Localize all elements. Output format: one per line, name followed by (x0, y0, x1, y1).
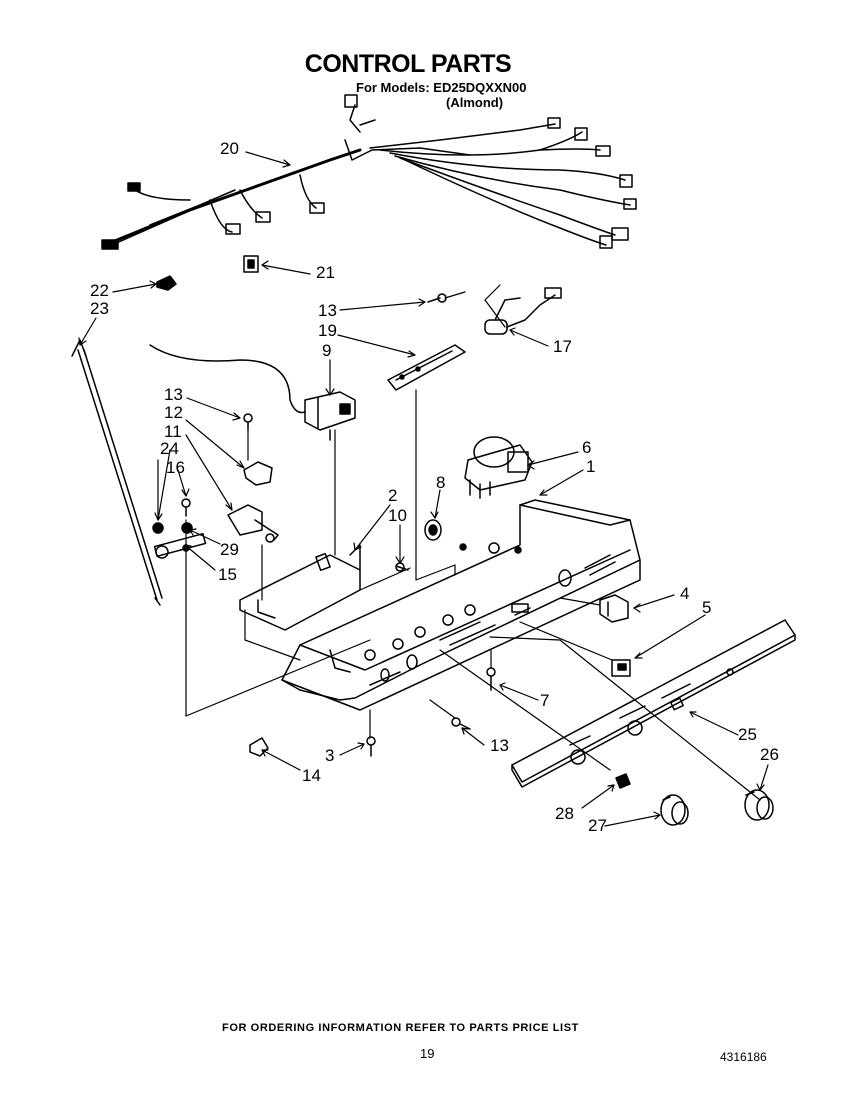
switch-part-9 (149, 344, 356, 441)
callout-4: 4 (680, 584, 690, 603)
grommet-part-8 (424, 519, 442, 541)
callout-3: 3 (325, 746, 335, 765)
callout-19: 19 (318, 321, 337, 340)
control-panel-part-25 (511, 619, 796, 788)
callout-12: 12 (164, 403, 183, 422)
page-title: CONTROL PARTS (304, 50, 512, 78)
callout-29: 29 (220, 540, 239, 559)
callout-14: 14 (302, 766, 321, 785)
knob-part-26 (744, 789, 774, 821)
screw-part-13-lower (451, 717, 471, 730)
shaft-part-11 (227, 504, 279, 543)
callout-17: 17 (553, 337, 572, 356)
callout-13-mid: 13 (164, 385, 183, 404)
callout-1: 1 (586, 457, 596, 476)
callout-25: 25 (738, 725, 757, 744)
screw-part-13-top (427, 293, 447, 303)
callout-8: 8 (436, 473, 446, 492)
clip-part-21 (243, 255, 259, 273)
callout-15: 15 (218, 565, 237, 584)
callout-9: 9 (322, 341, 332, 360)
clip-part-14 (249, 737, 269, 757)
callout-10: 10 (388, 506, 407, 525)
callout-20: 20 (220, 139, 239, 158)
control-housing-part-1 (281, 499, 641, 711)
spring-part-28 (615, 773, 631, 789)
callout-22: 22 (90, 281, 109, 300)
ordering-info-note: FOR ORDERING INFORMATION REFER TO PARTS … (222, 1022, 579, 1034)
callout-6: 6 (582, 438, 592, 457)
models-line: For Models: ED25DQXXN00 (356, 80, 527, 95)
callout-2: 2 (388, 486, 398, 505)
callout-16: 16 (166, 458, 185, 477)
thermostat-part-6 (464, 436, 533, 499)
component-part-17 (484, 287, 562, 335)
leader-lines (78, 151, 769, 827)
callout-7: 7 (540, 691, 550, 710)
page-number: 19 (420, 1046, 435, 1061)
switch-part-4 (599, 594, 629, 623)
rod-part-23 (71, 339, 163, 606)
bracket-part-12 (243, 413, 273, 486)
bracket-part-15 (152, 498, 207, 559)
callout-21: 21 (316, 263, 335, 282)
switch-part-5 (611, 659, 631, 677)
callout-11: 11 (164, 422, 182, 441)
callout-23: 23 (90, 299, 109, 318)
screw-part-3 (366, 736, 376, 757)
callout-13-top: 13 (318, 301, 337, 320)
callout-26: 26 (760, 745, 779, 764)
mounting-plate-part-2 (239, 544, 361, 631)
color-variant: (Almond) (446, 95, 504, 110)
model-info: For Models: ED25DQXXN00 (Almond) (356, 80, 527, 110)
assembly-lines (157, 284, 761, 801)
callout-24: 24 (160, 439, 179, 458)
clip-part-22 (156, 275, 177, 291)
document-code: 4316186 (720, 1050, 767, 1064)
callout-5: 5 (702, 598, 712, 617)
callout-27: 27 (588, 816, 607, 835)
wire-harness-part-20 (101, 94, 637, 250)
callout-28: 28 (555, 804, 574, 823)
callout-13-lower: 13 (490, 736, 509, 755)
knob-part-27 (660, 794, 689, 826)
sensor-tube-part-19 (387, 344, 466, 391)
